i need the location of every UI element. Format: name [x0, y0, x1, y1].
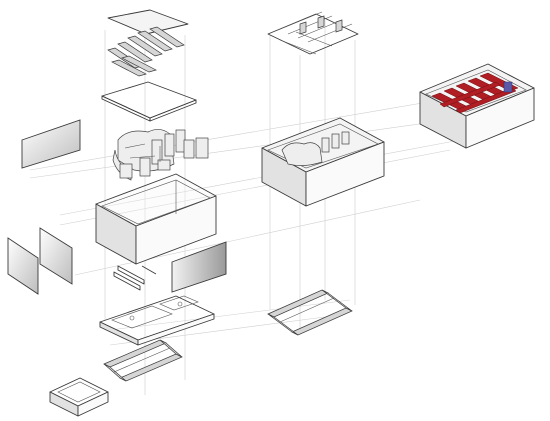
middle-floor-frame	[267, 289, 353, 336]
base-steel-frame	[103, 339, 183, 382]
room-box-exploded	[95, 173, 217, 265]
roof-joists	[107, 26, 185, 77]
red-roof-joists	[431, 72, 519, 114]
roof-plate	[107, 9, 189, 35]
side-wall-panels-lower	[7, 227, 73, 295]
floor-slab	[99, 295, 215, 346]
interior-furniture-cluster	[112, 129, 209, 181]
stair-rails	[113, 265, 157, 291]
foundation-tray	[49, 377, 109, 417]
front-wall-panel	[171, 241, 227, 293]
ceiling-plate	[101, 81, 197, 122]
room-box-assembled	[261, 117, 385, 207]
ceiling-framing-plate	[267, 11, 359, 55]
side-wall-panel-upper	[21, 119, 81, 169]
